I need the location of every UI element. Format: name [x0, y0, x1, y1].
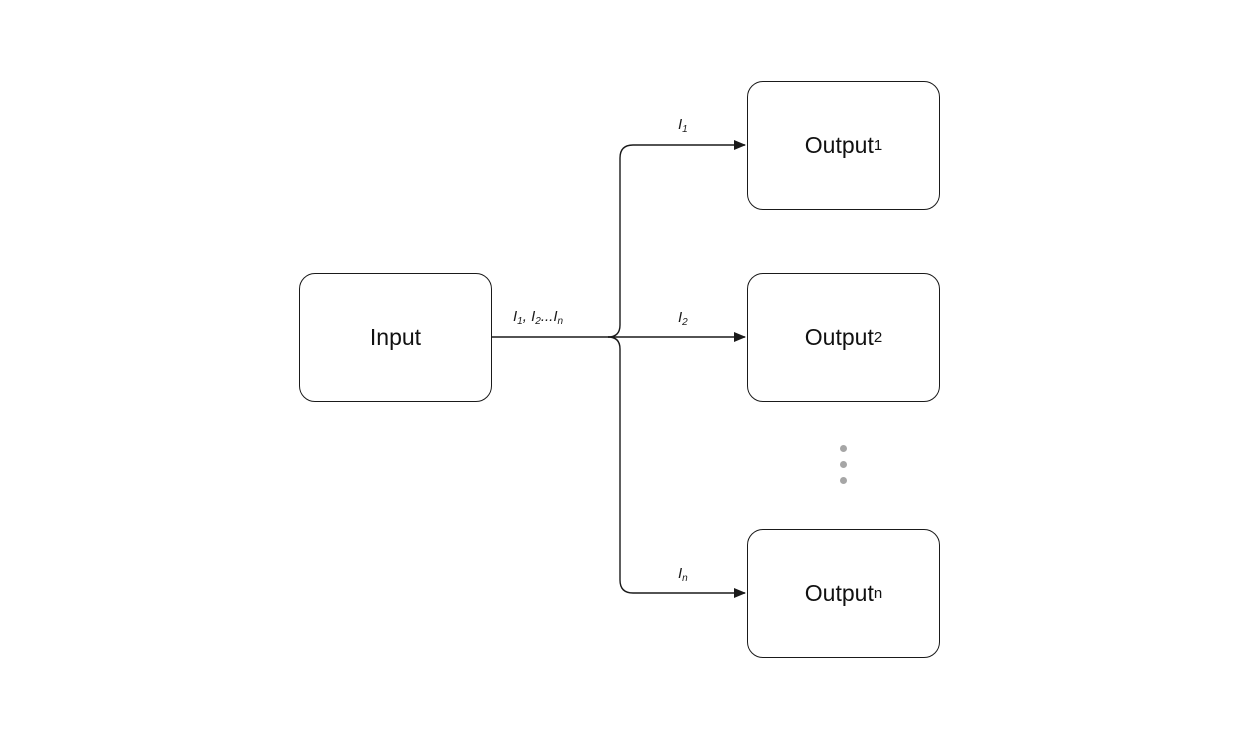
input-edge-label-sub-1: 1	[517, 316, 523, 327]
input-edge-label-part-1: I	[513, 308, 518, 325]
input-edge-label-part-2: I	[531, 308, 536, 325]
output-2-edge-label-sub: 2	[682, 317, 688, 328]
output-2-edge-label: I2	[678, 309, 688, 328]
ellipsis-dot	[840, 461, 847, 468]
output-1-edge-label-sub: 1	[682, 124, 688, 135]
input-node: Input	[299, 273, 492, 402]
branch-brace	[607, 140, 746, 338]
output-n-edge-label: In	[678, 565, 688, 584]
output-n-edge-label-sub: n	[682, 573, 688, 584]
input-node-label: Input	[369, 324, 422, 350]
input-edge-label: I1, I2...In	[513, 308, 564, 327]
output-1-edge-label-base: I	[678, 116, 683, 133]
output-n-edge-label-base: I	[678, 565, 683, 582]
output-2-label: Output	[804, 324, 874, 350]
input-edge-label-sub-3: n	[557, 316, 564, 327]
output-n-label: Output	[804, 580, 874, 606]
output-1-label: Output	[804, 132, 874, 158]
input-edge-label-sep-2: ...	[540, 308, 554, 325]
input-edge-label-sub-2: 2	[535, 316, 541, 327]
input-edge-label-part-3: I	[553, 308, 558, 325]
input-edge-label-sep-1: ,	[522, 308, 532, 325]
output-2-edge-label-base: I	[678, 309, 683, 326]
ellipsis-dot	[840, 477, 847, 484]
branch-lower	[607, 336, 746, 598]
ellipsis-dot	[840, 445, 847, 452]
output-1-edge-label: I1	[678, 116, 688, 135]
